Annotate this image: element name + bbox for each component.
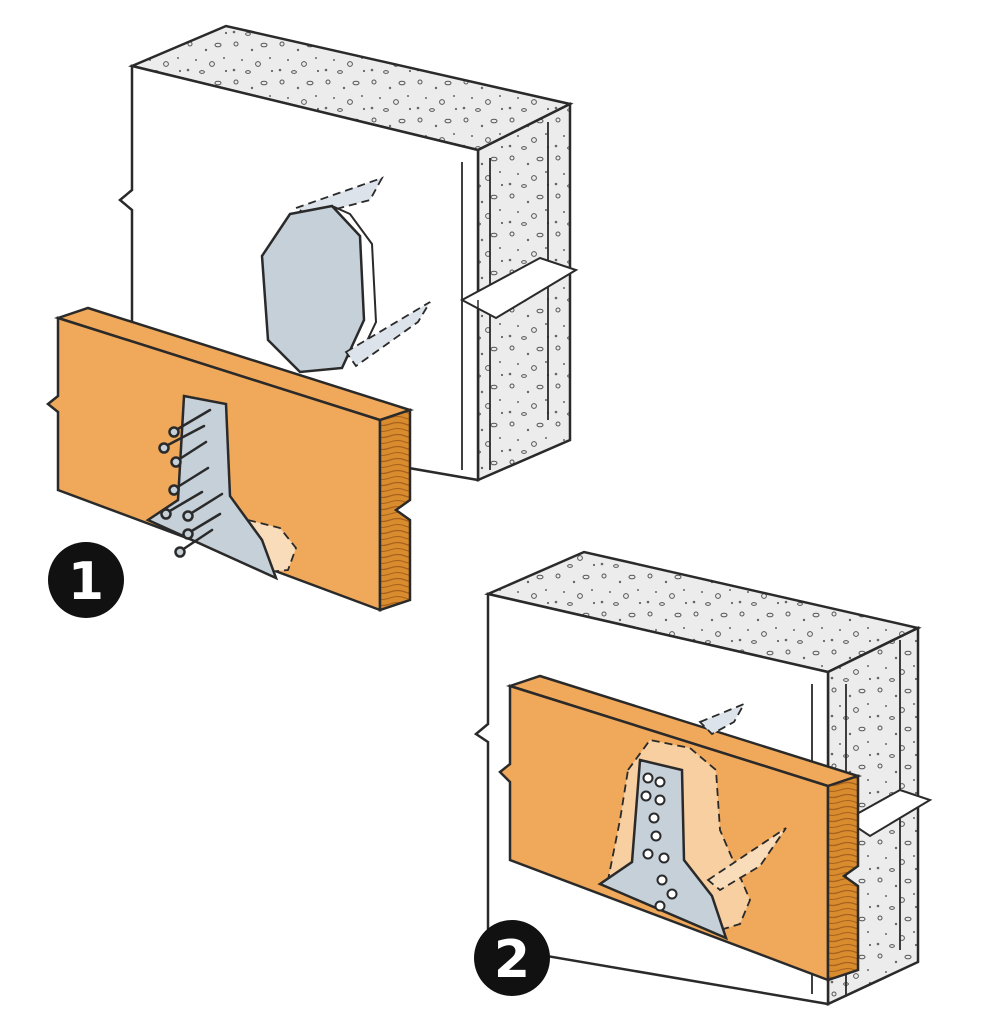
step-one-badge-icon: 1 xyxy=(48,542,124,618)
step-one-illustration: 1 xyxy=(45,24,579,618)
step-two-number: 2 xyxy=(494,930,530,990)
sheet-metal-hanger-icon xyxy=(260,176,431,374)
step-two-badge-icon: 2 xyxy=(474,920,550,996)
hanger-plate-two xyxy=(597,758,729,941)
hanger-plate-one xyxy=(145,394,279,581)
screw-icon xyxy=(158,408,224,558)
step-one-number: 1 xyxy=(68,552,104,612)
screw-icon xyxy=(640,772,678,912)
step-two-illustration: 2 xyxy=(473,550,933,1006)
